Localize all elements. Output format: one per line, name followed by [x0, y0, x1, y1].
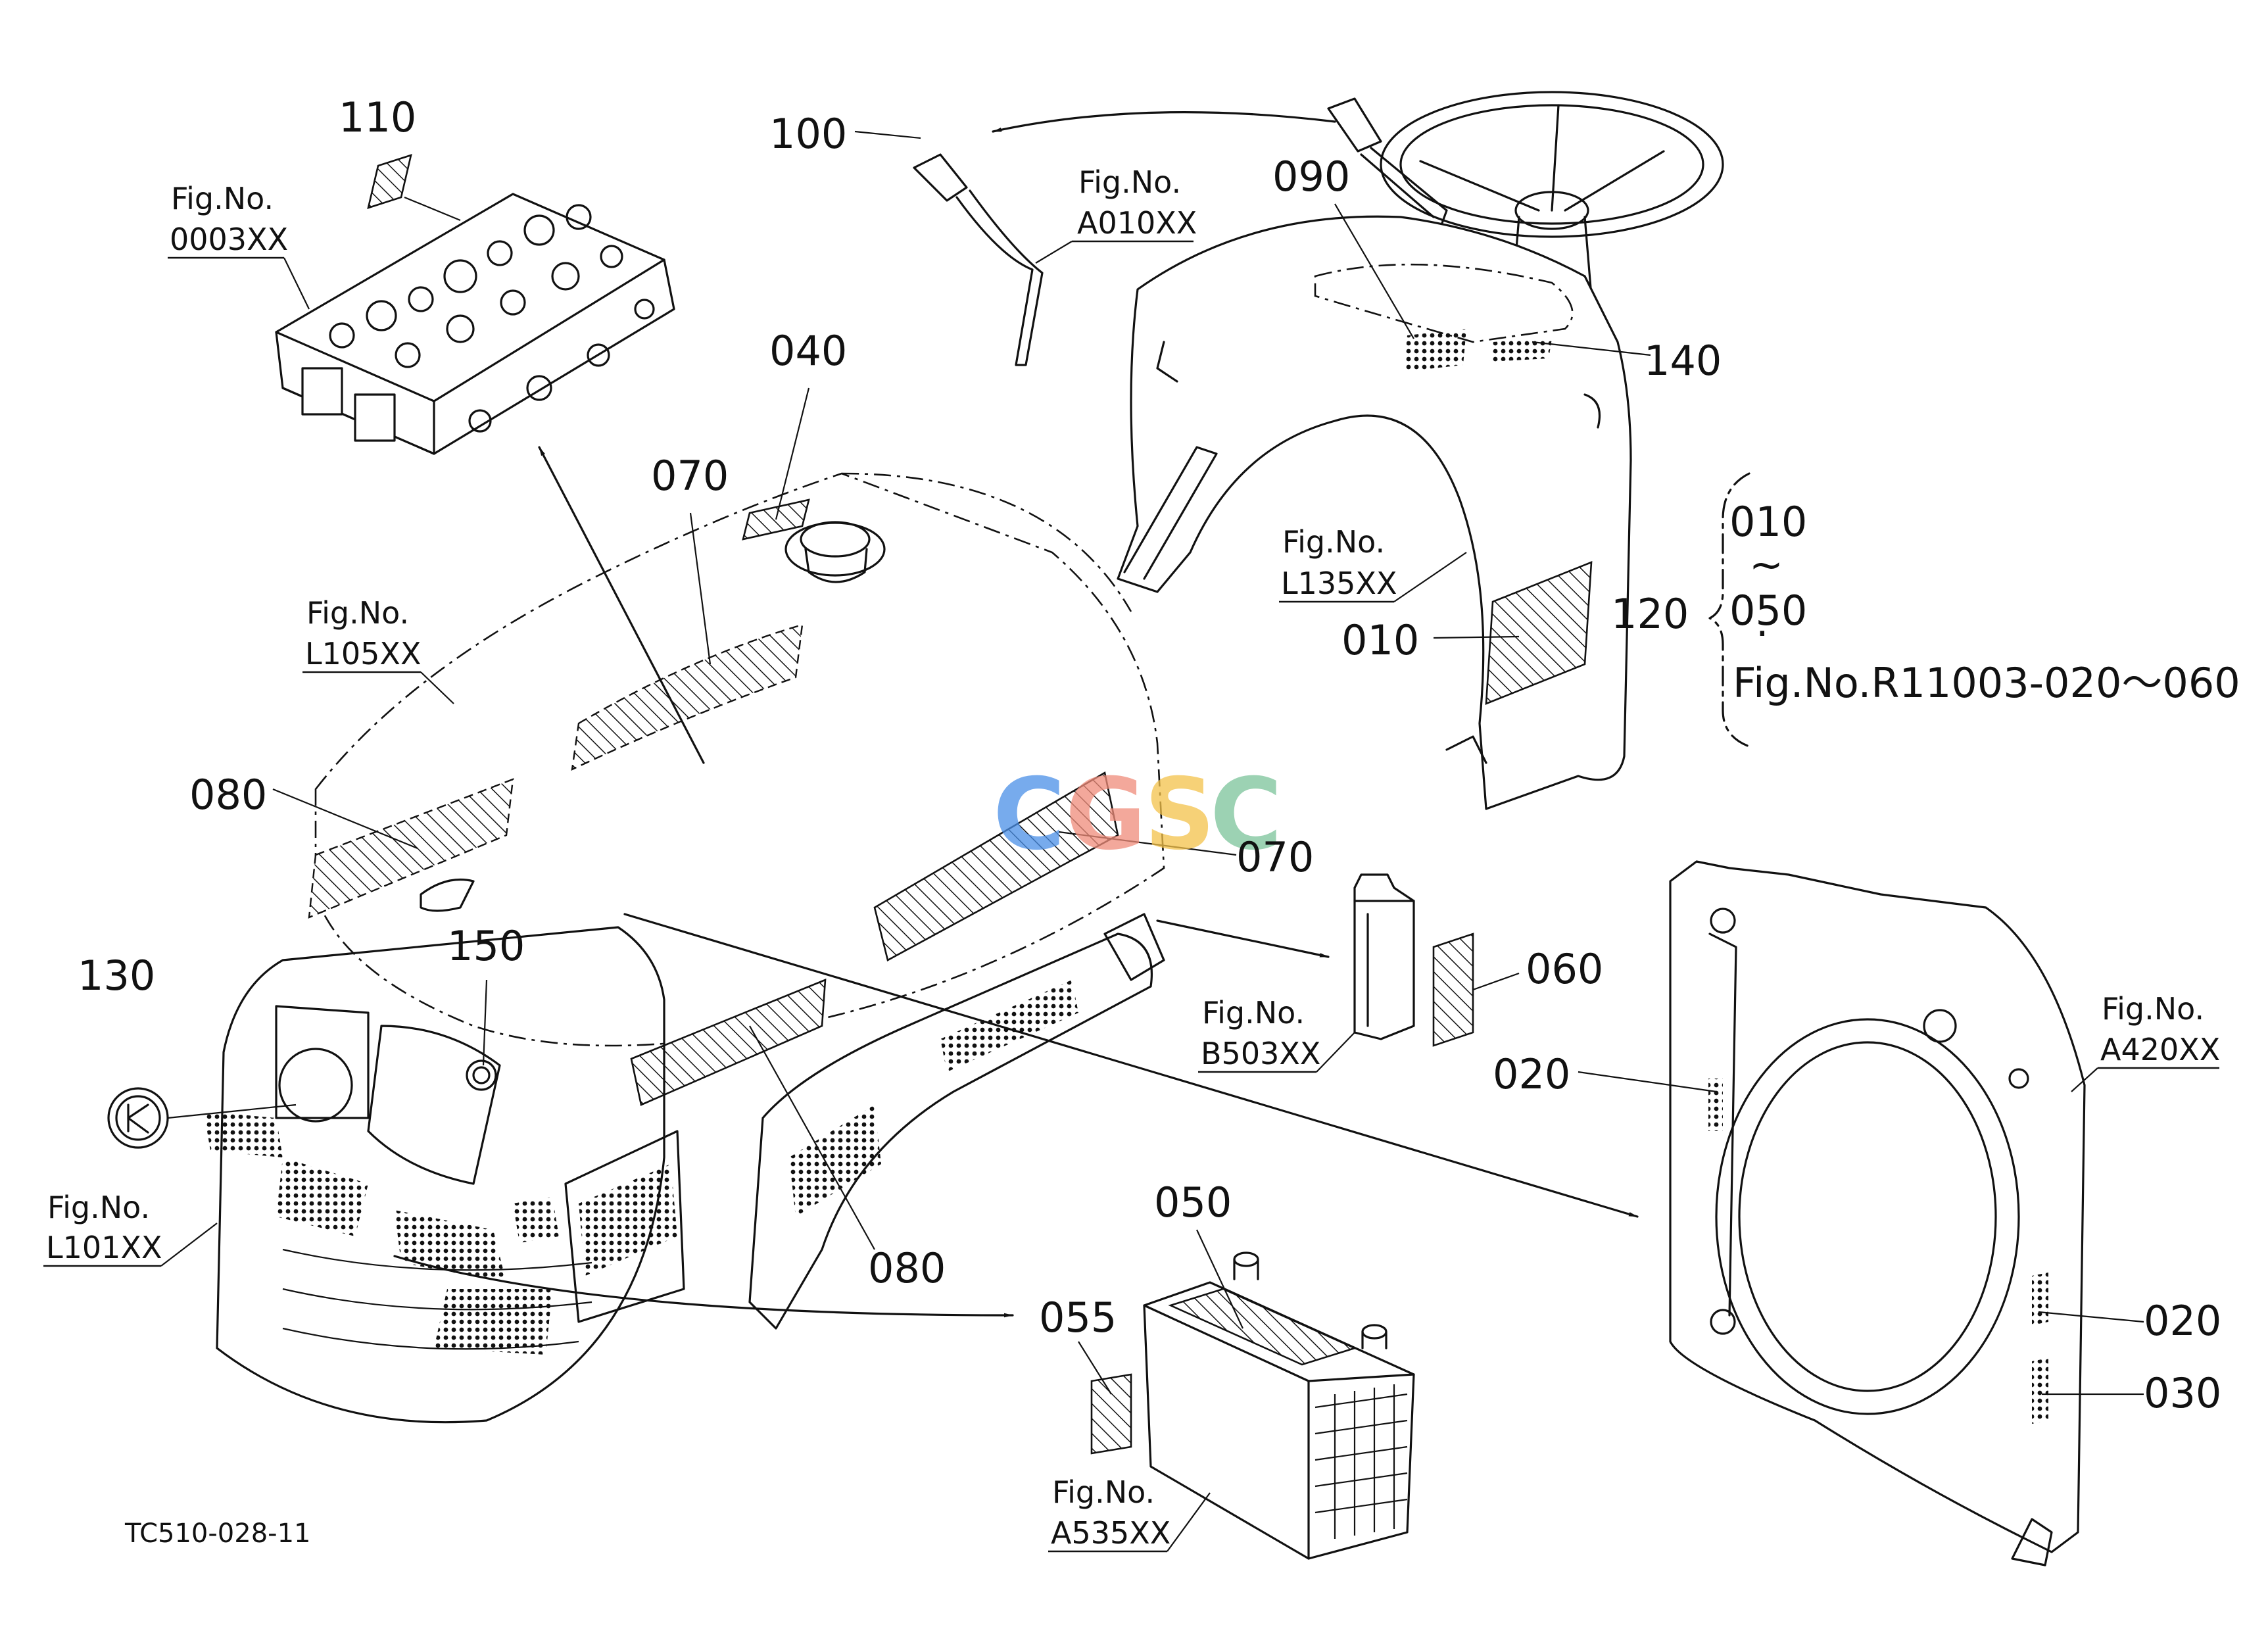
svg-text:0003XX: 0003XX — [170, 222, 288, 257]
dash-panel-part — [1117, 215, 1632, 810]
label-140-decal — [1489, 339, 1651, 362]
label-050-decal — [1196, 1229, 1243, 1329]
svg-text:Fig.No.: Fig.No. — [1282, 524, 1385, 560]
label-010-decal — [1433, 561, 1593, 705]
label-150-decal — [482, 979, 488, 1066]
label-080-left-decal — [272, 778, 514, 919]
callout-020-lower: 020 — [2144, 1297, 2221, 1345]
label-070-top-decal — [571, 512, 804, 771]
label-080-lower-decal — [630, 979, 875, 1250]
callout-030: 030 — [2144, 1369, 2221, 1417]
label-110-decal — [367, 154, 461, 222]
svg-text:L101XX: L101XX — [46, 1230, 162, 1265]
svg-text:L135XX: L135XX — [1281, 566, 1397, 601]
badge-130-part — [107, 1087, 297, 1149]
callout-100: 100 — [769, 110, 847, 158]
fig-ref-side-cover: Fig.No. B503XX — [1198, 995, 1355, 1073]
svg-text:Fig.No.: Fig.No. — [306, 595, 409, 631]
svg-text:A420XX: A420XX — [2100, 1032, 2220, 1067]
svg-text:Fig.No.: Fig.No. — [1202, 995, 1305, 1031]
callout-120: 120 — [1611, 590, 1689, 638]
svg-text:A535XX: A535XX — [1051, 1515, 1170, 1551]
svg-text:L105XX: L105XX — [305, 636, 421, 671]
callout-050: 050 — [1154, 1178, 1232, 1226]
brace-tilde: ~ — [1749, 541, 1783, 589]
radiator-shroud-part — [1669, 860, 2086, 1566]
callout-060: 060 — [1526, 945, 1603, 993]
label-090-decal — [1334, 203, 1466, 372]
fig-ref-dash-panel: Fig.No. L135XX — [1279, 524, 1467, 603]
svg-text:Fig.No.: Fig.No. — [1052, 1474, 1155, 1510]
callout-130: 130 — [78, 952, 155, 1000]
callout-020-upper: 020 — [1493, 1050, 1570, 1098]
callout-110: 110 — [339, 93, 416, 141]
label-070-side-decal — [873, 771, 1237, 961]
fig-ref-steering-lever: Fig.No. A010XX — [1035, 164, 1197, 264]
svg-text:Fig.No.: Fig.No. — [2102, 991, 2204, 1027]
svg-text:C: C — [993, 758, 1065, 872]
side-panel-part — [748, 913, 1165, 1330]
svg-text:C: C — [1210, 758, 1282, 872]
svg-text:S: S — [1144, 758, 1215, 872]
group-brace: 010 ~ 050 · Fig.No.R11003-020～060 — [1708, 472, 2240, 748]
brace-dot: · — [1756, 610, 1769, 658]
front-grille-part — [204, 926, 685, 1424]
cylinder-head-part — [275, 193, 675, 455]
svg-text:A010XX: A010XX — [1077, 205, 1197, 241]
svg-text:B503XX: B503XX — [1201, 1036, 1320, 1071]
steering-arrow — [992, 111, 1336, 133]
brace-to-label: 050 — [1729, 587, 1807, 635]
svg-text:G: G — [1065, 758, 1146, 872]
callout-labels: 100 110 090 140 040 070 070 080 080 010 … — [78, 93, 2221, 1417]
label-020-upper-decal — [1578, 1071, 1723, 1131]
fig-ref-cylinder-head: Fig.No. 0003XX — [168, 181, 310, 310]
label-060-decal — [1432, 933, 1520, 1047]
fig-ref-bonnet: Fig.No. L105XX — [302, 595, 454, 704]
direction-arrows — [393, 446, 1639, 1318]
fig-ref-radiator-shroud: Fig.No. A420XX — [2071, 991, 2220, 1092]
label-020-lower-decal — [2032, 1273, 2144, 1325]
fig-ref-front-grille: Fig.No. L101XX — [43, 1190, 218, 1267]
bonnet-part — [314, 472, 1165, 1047]
label-055-decal — [1078, 1341, 1132, 1455]
brace-from-label: 010 — [1729, 498, 1807, 546]
callout-040: 040 — [769, 327, 847, 375]
callout-090: 090 — [1272, 153, 1350, 201]
callout-070-top: 070 — [651, 452, 729, 500]
label-040-decal — [742, 387, 810, 541]
label-030-decal — [2032, 1358, 2144, 1424]
callout-140: 140 — [1644, 337, 1722, 385]
svg-text:Fig.No.: Fig.No. — [171, 181, 274, 216]
svg-text:Fig.No.: Fig.No. — [47, 1190, 150, 1225]
callout-080-lower: 080 — [868, 1244, 946, 1292]
battery-part — [1143, 1251, 1415, 1560]
callout-055: 055 — [1039, 1294, 1117, 1342]
brace-reference: Fig.No.R11003-020～060 — [1733, 659, 2240, 707]
side-cover-part — [1353, 873, 1415, 1040]
callout-150: 150 — [447, 922, 525, 970]
callout-080-left: 080 — [189, 771, 267, 819]
callout-010: 010 — [1341, 616, 1419, 664]
callout-070-side: 070 — [1236, 833, 1314, 881]
lever-part — [854, 130, 1044, 366]
svg-text:Fig.No.: Fig.No. — [1078, 164, 1181, 200]
fig-ref-battery: Fig.No. A535XX — [1048, 1474, 1211, 1553]
drawing-code: TC510-028-11 — [124, 1518, 310, 1549]
watermark: C G S C — [993, 758, 1282, 872]
